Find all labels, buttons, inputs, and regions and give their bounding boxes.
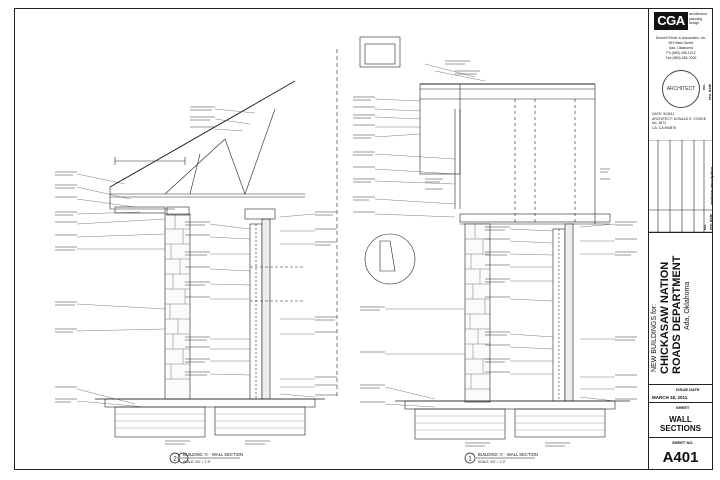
left-detail-number: 2 xyxy=(173,457,177,463)
issue-date-box: ISSUE DATE MARCH 18, 2011 xyxy=(648,384,713,402)
seal-label: ARCHITECT xyxy=(666,86,696,92)
project-name-line1: CHICKASAW NATION xyxy=(659,261,671,374)
sheet-title-box: SHEET WALL SECTIONS xyxy=(648,402,713,437)
architect-seal: ARCHITECT xyxy=(662,70,700,108)
revision-description-header-text: revision description xyxy=(709,166,714,205)
right-detail-title: BUILDING 'A' - WALL SECTION xyxy=(478,452,538,457)
revision-date-header: rev. date xyxy=(707,83,712,100)
sheet-no-label: SHEET NO. xyxy=(672,440,694,445)
title-block xyxy=(648,8,713,470)
left-detail-scale: SCALE: 3/4" = 1'-0" xyxy=(183,460,211,464)
firm-phone: Ph (580) 436-1212 xyxy=(666,51,696,55)
project-location: Ada, Oklahoma xyxy=(684,281,691,330)
firm-fax: Fax (580) 436-7000 xyxy=(665,56,697,60)
seal-info: DATE: 3/18/11 ARCHITECT: DONALD E. COOKE… xyxy=(652,112,710,130)
sheet-number: A401 xyxy=(662,449,699,466)
left-detail-title: BUILDING 'A' - WALL SECTION xyxy=(183,452,243,457)
revision-no-header-text: no. xyxy=(702,224,707,230)
right-detail-number: 1 xyxy=(468,457,472,463)
firm-city: Ada, Oklahoma xyxy=(668,46,694,50)
seal-ca: CA: CA #00876 xyxy=(652,125,677,130)
sheet-title-line2: SECTIONS xyxy=(660,424,701,433)
issue-date-label: ISSUE DATE xyxy=(676,387,700,392)
revision-no-header: no. xyxy=(701,84,706,90)
sheet-border xyxy=(14,8,713,470)
firm-name: Donnell Elmer & Associates, Inc. xyxy=(655,36,707,40)
seal-architect: ARCHITECT: DONALD E. COOKE xyxy=(652,116,707,121)
seal-license: No. 3872 xyxy=(652,121,667,125)
sheet-title-line1: WALL xyxy=(669,415,692,424)
right-detail-scale: SCALE: 3/4" = 1'-0" xyxy=(478,460,506,464)
revision-date-header-text: rev. date xyxy=(708,213,713,230)
project-name-line2: ROADS DEPARTMENT xyxy=(671,255,683,374)
seal-date: DATE: 3/18/11 xyxy=(652,112,675,116)
issue-date-value: MARCH 18, 2011 xyxy=(652,395,688,400)
wall-section-drawing: 2 BUILDING 'A' - WALL SECTION SCALE: 3/4… xyxy=(55,36,637,464)
sheet-number-box: SHEET NO. A401 xyxy=(648,437,713,470)
firm-address: 819 Main Street xyxy=(668,41,694,45)
revision-table xyxy=(648,140,713,232)
firm-logo-subtitle: architecture planning design xyxy=(689,12,708,25)
sheet-label: SHEET xyxy=(676,405,690,410)
project-label: NEW BUILDINGS for: xyxy=(651,303,658,372)
project-area xyxy=(648,232,713,382)
firm-logo: CGA xyxy=(654,12,688,30)
